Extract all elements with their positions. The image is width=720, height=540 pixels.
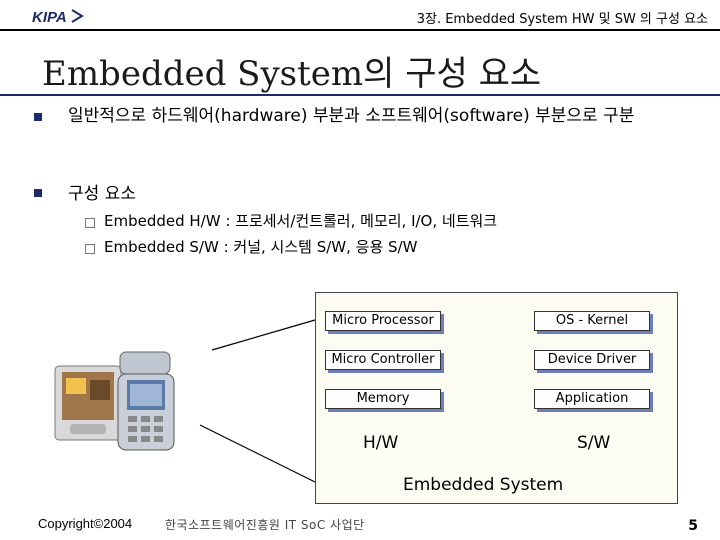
chapter-header: 3장. Embedded System HW 및 SW 의 구성 요소 [416,12,708,27]
sub-bullet-embedded-hw: Embedded H/W : 프로세서/컨트롤러, 메모리, I/O, 네트워크 [104,212,498,230]
sw-box-application: Application [534,389,650,409]
hw-box-micro-controller: Micro Controller [325,350,441,370]
sw-box-device-driver: Device Driver [534,350,650,370]
embedded-system-diagram: Micro Processor Micro Controller Memory … [315,292,678,504]
title-divider [0,94,720,96]
bullet-components: 구성 요소 [68,184,136,204]
hw-label: H/W [363,433,399,453]
footer-copyright: Copyright©2004 [38,516,133,531]
bullet-square-icon [34,189,42,197]
hw-box-micro-processor: Micro Processor [325,311,441,331]
checkbox-bullet-icon [85,218,95,228]
bullet-hw-sw-division: 일반적으로 하드웨어(hardware) 부분과 소프트웨어(software)… [68,106,635,126]
sub-bullet-embedded-sw: Embedded S/W : 커널, 시스템 S/W, 응용 S/W [104,238,418,256]
hw-box-memory: Memory [325,389,441,409]
kipa-logo: KIPA [32,9,84,26]
mobile-phone-icon [117,351,175,451]
slide-title: Embedded System의 구성 요소 [42,54,542,94]
sw-box-os-kernel: OS - Kernel [534,311,650,331]
sw-label: S/W [577,433,611,453]
checkbox-bullet-icon [85,244,95,254]
header-divider [0,29,720,31]
bullet-square-icon [34,113,42,121]
footer-organization: 한국소프트웨어진흥원 IT SoC 사업단 [165,518,365,532]
embedded-system-label: Embedded System [403,475,564,495]
page-number: 5 [688,518,698,534]
pda-device-icon [54,365,122,441]
svg-text:KIPA: KIPA [32,9,67,26]
